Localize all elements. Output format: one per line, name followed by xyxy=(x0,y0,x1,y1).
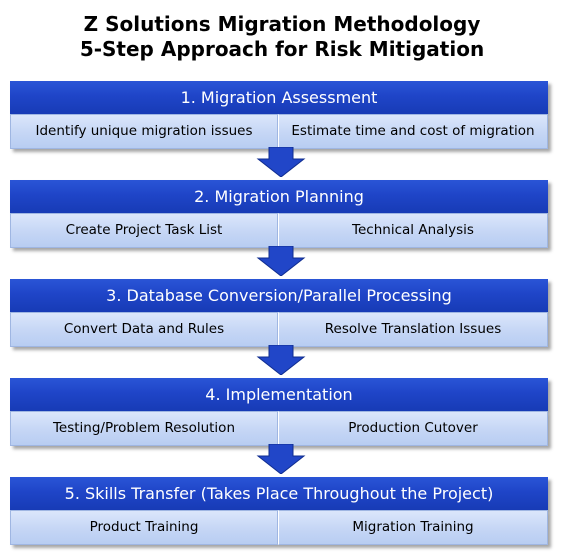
step-2: 2. Migration Planning Create Project Tas… xyxy=(10,180,548,248)
step-5-task-left: Product Training xyxy=(10,510,278,545)
diagram-title-line-1: Z Solutions Migration Methodology xyxy=(83,12,481,36)
step-5: 5. Skills Transfer (Takes Place Througho… xyxy=(10,477,548,545)
step-2-heading: 2. Migration Planning xyxy=(10,180,548,213)
step-3-task-left: Convert Data and Rules xyxy=(10,312,278,347)
step-2-task-left: Create Project Task List xyxy=(10,213,278,248)
step-3-tasks: Convert Data and Rules Resolve Translati… xyxy=(10,312,548,347)
step-2-tasks: Create Project Task List Technical Analy… xyxy=(10,213,548,248)
step-5-tasks: Product Training Migration Training xyxy=(10,510,548,545)
down-arrow-icon xyxy=(256,147,306,177)
down-arrow-icon xyxy=(256,345,306,375)
step-5-task-right: Migration Training xyxy=(278,510,548,545)
step-4: 4. Implementation Testing/Problem Resolu… xyxy=(10,378,548,446)
step-1: 1. Migration Assessment Identify unique … xyxy=(10,81,548,149)
step-3-task-right: Resolve Translation Issues xyxy=(278,312,548,347)
step-1-heading: 1. Migration Assessment xyxy=(10,81,548,114)
step-5-heading: 5. Skills Transfer (Takes Place Througho… xyxy=(10,477,548,510)
step-4-heading: 4. Implementation xyxy=(10,378,548,411)
step-1-task-left: Identify unique migration issues xyxy=(10,114,278,149)
step-4-tasks: Testing/Problem Resolution Production Cu… xyxy=(10,411,548,446)
step-2-task-right: Technical Analysis xyxy=(278,213,548,248)
diagram-title-line-2: 5-Step Approach for Risk Mitigation xyxy=(79,37,485,61)
step-1-task-right: Estimate time and cost of migration xyxy=(278,114,548,149)
step-3-heading: 3. Database Conversion/Parallel Processi… xyxy=(10,279,548,312)
step-4-task-left: Testing/Problem Resolution xyxy=(10,411,278,446)
down-arrow-icon xyxy=(256,444,306,474)
step-4-task-right: Production Cutover xyxy=(278,411,548,446)
step-3: 3. Database Conversion/Parallel Processi… xyxy=(10,279,548,347)
step-1-tasks: Identify unique migration issues Estimat… xyxy=(10,114,548,149)
down-arrow-icon xyxy=(256,246,306,276)
